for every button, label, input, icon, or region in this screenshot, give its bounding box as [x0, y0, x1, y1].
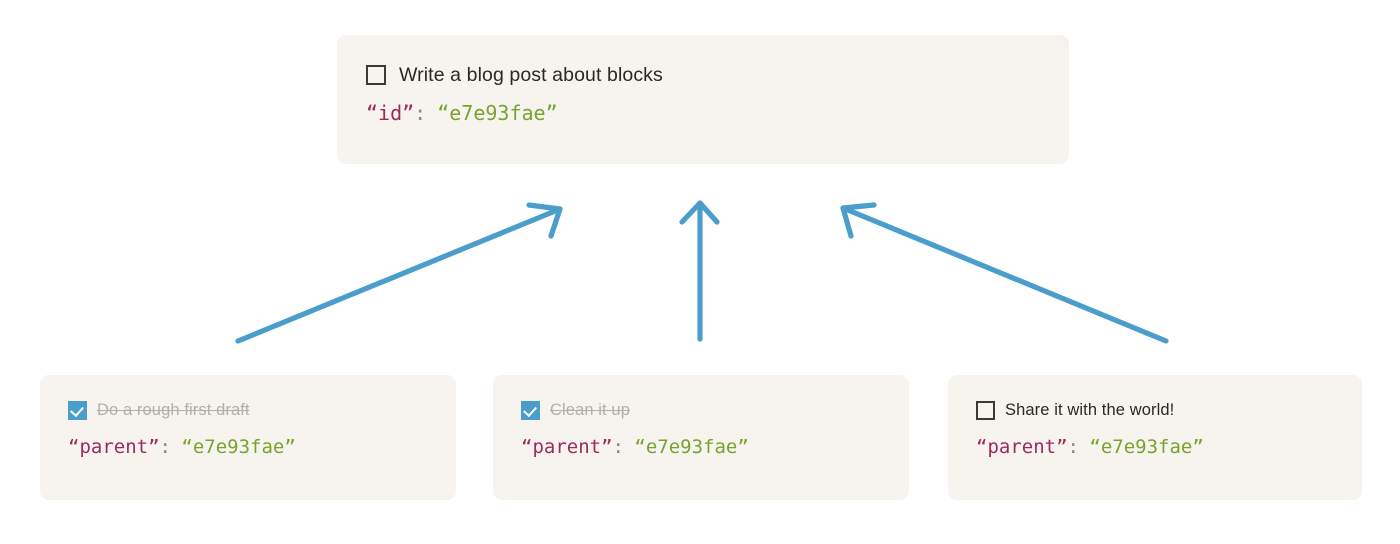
child-todo-row[interactable]: Clean it up	[521, 400, 909, 420]
child-todo-row[interactable]: Do a rough first draft	[68, 400, 456, 420]
arrow-child-1-to-parent	[235, 202, 563, 344]
json-key: “parent”	[976, 436, 1068, 458]
child-json-line: “parent”: “e7e93fae”	[68, 436, 456, 458]
parent-todo-label: Write a blog post about blocks	[399, 63, 663, 86]
parent-block-card[interactable]: Write a blog post about blocks “id”: “e7e…	[337, 35, 1069, 164]
checked-checkbox-icon[interactable]	[68, 400, 87, 420]
child-json-line: “parent”: “e7e93fae”	[976, 436, 1362, 458]
child-block-card[interactable]: Share it with the world! “parent”: “e7e93…	[948, 375, 1362, 500]
json-value: “e7e93fae”	[437, 101, 558, 125]
child-todo-row[interactable]: Share it with the world!	[976, 400, 1362, 420]
unchecked-checkbox-icon[interactable]	[976, 400, 995, 420]
parent-todo-row[interactable]: Write a blog post about blocks	[366, 63, 1069, 87]
arrow-child-3-to-parent	[840, 202, 1169, 344]
child-todo-label: Share it with the world!	[1005, 400, 1175, 419]
json-key: “id”	[366, 101, 415, 125]
child-json-line: “parent”: “e7e93fae”	[521, 436, 909, 458]
unchecked-checkbox-icon[interactable]	[366, 65, 386, 85]
child-todo-label: Do a rough first draft	[97, 400, 250, 419]
child-todo-label: Clean it up	[550, 400, 630, 419]
child-block-card[interactable]: Do a rough first draft “parent”: “e7e93fa…	[40, 375, 456, 500]
json-key: “parent”	[521, 436, 613, 458]
json-colon: :	[414, 101, 427, 125]
json-colon: :	[1067, 436, 1079, 458]
checked-checkbox-icon[interactable]	[521, 400, 540, 420]
json-value: “e7e93fae”	[634, 436, 749, 458]
json-key: “parent”	[68, 436, 160, 458]
json-value: “e7e93fae”	[181, 436, 296, 458]
parent-json-line: “id”: “e7e93fae”	[366, 101, 1069, 125]
arrow-child-2-to-parent	[679, 200, 720, 342]
child-block-card[interactable]: Clean it up “parent”: “e7e93fae”	[493, 375, 909, 500]
json-colon: :	[159, 436, 171, 458]
json-colon: :	[612, 436, 624, 458]
json-value: “e7e93fae”	[1089, 436, 1204, 458]
